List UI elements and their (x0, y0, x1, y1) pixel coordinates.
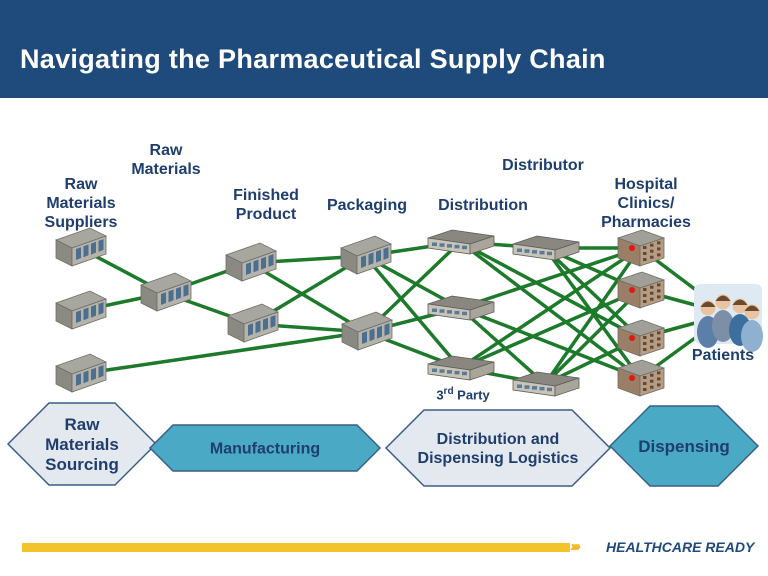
hospital-building-icon (616, 359, 666, 397)
label-distribution: Distribution (438, 197, 528, 214)
label-raw-materials-suppliers: Raw Materials Suppliers (44, 176, 118, 231)
warehouse-building-icon (54, 353, 108, 393)
warehouse-building-icon (54, 290, 108, 330)
label-distributor: Distributor (502, 157, 584, 174)
footer-brand: ›››› HEALTHCARE READY (560, 537, 754, 557)
stage-label: Manufacturing (210, 441, 320, 458)
stage-hexagon (6, 402, 158, 486)
flat-warehouse-icon (512, 235, 580, 261)
warehouse-building-icon (54, 227, 108, 267)
label-third-party: 3rd Party (436, 386, 490, 403)
stage-4: Dispensing (608, 405, 760, 487)
flat-warehouse-icon (512, 371, 580, 397)
label-patients: Patients (691, 347, 755, 364)
hospital-building-icon (616, 271, 666, 309)
supply-link (459, 306, 641, 380)
footer-accent-bar (22, 543, 570, 552)
supply-link (543, 246, 642, 340)
supply-link (543, 288, 642, 386)
supply-link (249, 261, 367, 334)
title-banner: Navigating the Pharmaceutical Supply Cha… (0, 0, 768, 98)
stage-hexagon (148, 424, 382, 472)
warehouse-building-icon (340, 311, 394, 351)
stage-label: Dispensing (638, 437, 730, 456)
warehouse-building-icon (226, 303, 280, 343)
label-hospital-clinics-pharmacies: Hospital Clinics/ Pharmacies (601, 176, 691, 231)
label-raw-materials: Raw Materials (131, 142, 201, 178)
brand-logo-text: HEALTHCARE READY (606, 539, 755, 555)
page-title: Navigating the Pharmaceutical Supply Cha… (20, 44, 606, 74)
stage-hexagon (384, 409, 612, 487)
supply-link (459, 288, 641, 370)
supply-link (459, 246, 641, 370)
supply-link (363, 254, 462, 370)
hospital-building-icon (616, 229, 666, 267)
supply-link (79, 330, 367, 376)
supply-link (458, 306, 547, 386)
stage-hexagon (608, 405, 760, 487)
supply-link (459, 246, 641, 310)
label-finished-product: Finished Product (233, 187, 299, 223)
warehouse-building-icon (139, 272, 193, 312)
warehouse-building-icon (224, 242, 278, 282)
flat-warehouse-icon (427, 295, 495, 321)
patients-group-icon (694, 284, 763, 352)
supply-link (543, 246, 642, 386)
label-packaging: Packaging (326, 197, 408, 214)
hospital-building-icon (616, 319, 666, 357)
flat-warehouse-icon (427, 355, 495, 381)
chevron-right-icon: ›››› (570, 538, 581, 555)
warehouse-building-icon (339, 235, 393, 275)
flat-warehouse-icon (427, 229, 495, 255)
stage-2: Manufacturing (148, 424, 382, 472)
